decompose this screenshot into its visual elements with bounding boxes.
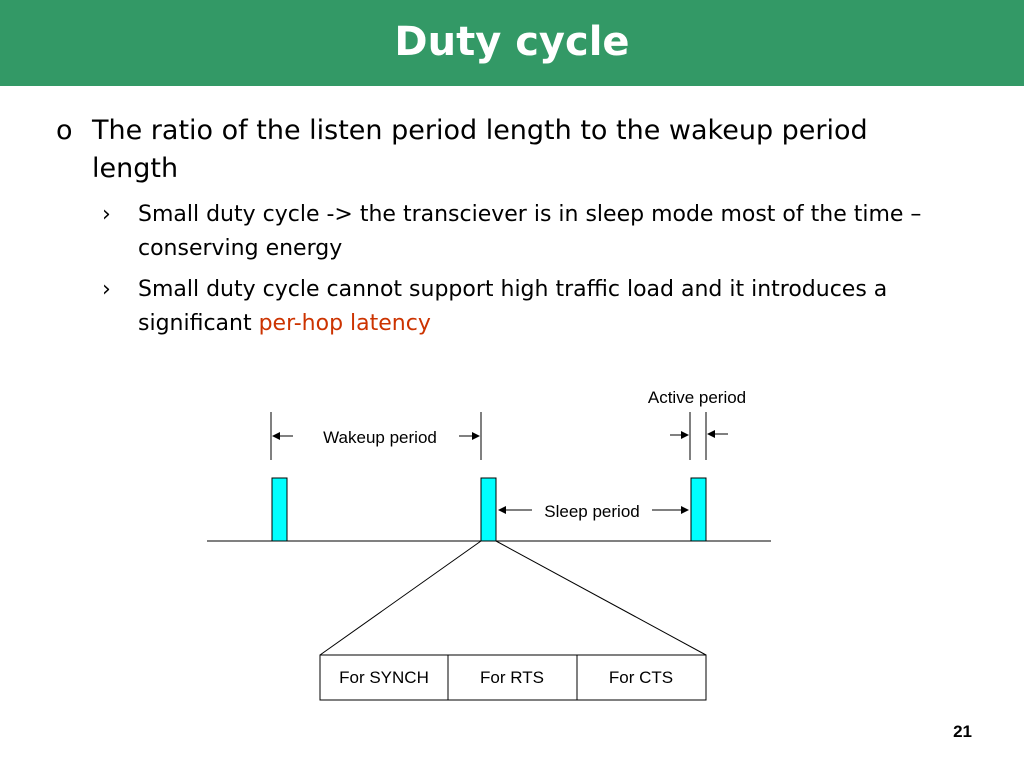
slot-cts: For CTS <box>609 668 673 687</box>
zoom-right-line <box>495 540 707 656</box>
sub-bullet-marker: › <box>102 277 111 302</box>
title-bar <box>0 0 1024 86</box>
active-pulse-3 <box>690 477 707 542</box>
bullet-marker: o <box>56 115 73 146</box>
zoom-left-line <box>319 540 482 656</box>
bullet-sub-2-text: Small duty cycle cannot support high tra… <box>138 273 932 341</box>
sleep-period-label: Sleep period <box>544 502 639 521</box>
bullet-sub-2-text-plain: Small duty cycle cannot support high tra… <box>138 277 888 336</box>
active-period-label: Active period <box>648 388 746 407</box>
slot-rts: For RTS <box>480 668 544 687</box>
bullet-main-text: The ratio of the listen period length to… <box>92 115 868 184</box>
page-number: 21 <box>953 722 972 741</box>
slot-synch: For SYNCH <box>339 668 429 687</box>
active-pulse-1 <box>271 477 288 542</box>
wakeup-period-label: Wakeup period <box>323 428 437 447</box>
per-hop-latency-highlight: per-hop latency <box>258 311 431 336</box>
sub-bullet-marker: › <box>102 202 111 227</box>
active-pulse-2 <box>480 477 497 542</box>
slot-table <box>319 654 707 701</box>
slide-title: Duty cycle <box>394 19 630 65</box>
bullet-sub-1-text: Small duty cycle -> the transciever is i… <box>138 202 922 261</box>
